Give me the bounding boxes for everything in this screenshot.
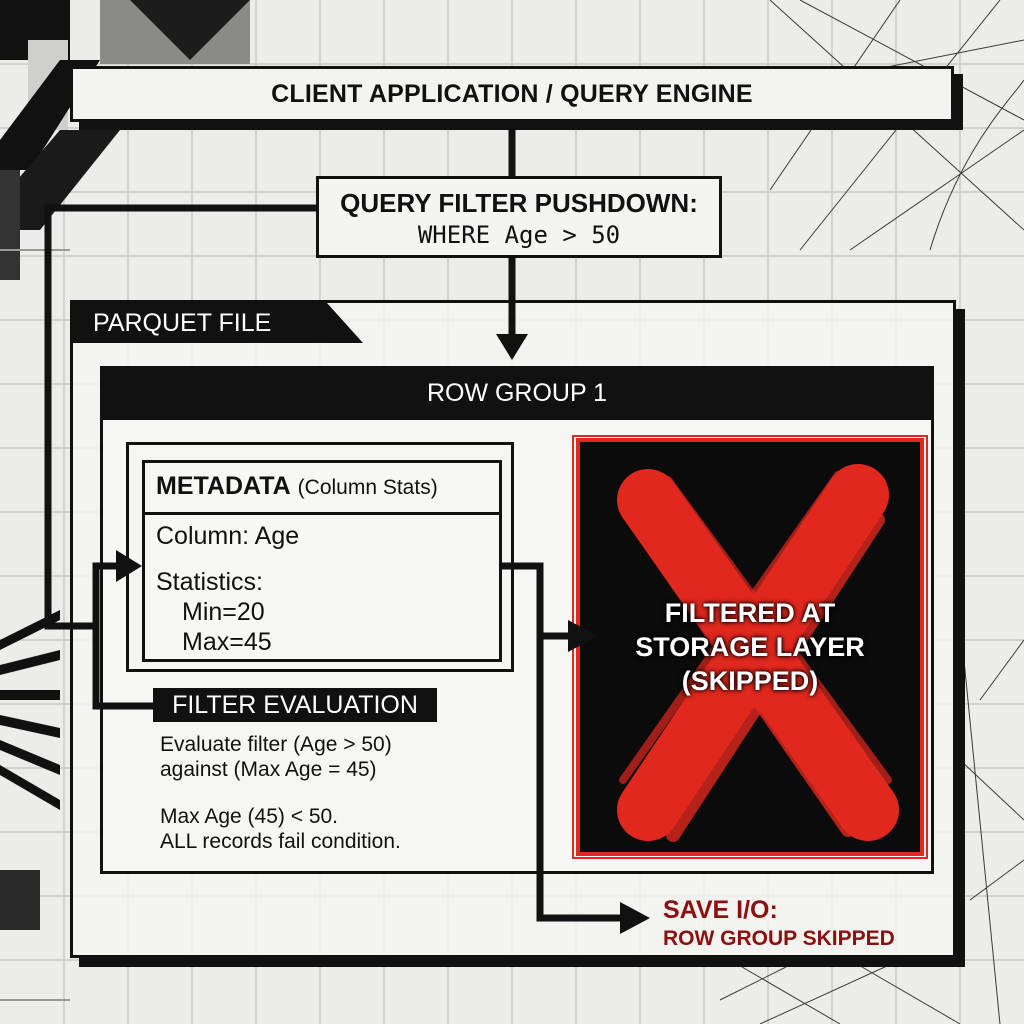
skipped-line-3: (SKIPPED) (681, 666, 819, 696)
metadata-min: Min=20 (182, 598, 265, 626)
save-io-callout: SAVE I/O: ROW GROUP SKIPPED (663, 896, 895, 951)
skipped-line-1: FILTERED AT (664, 598, 836, 628)
metadata-divider (142, 512, 502, 515)
skipped-line-2: STORAGE LAYER (635, 632, 865, 662)
query-filter-pushdown-box: QUERY FILTER PUSHDOWN: WHERE Age > 50 (316, 176, 722, 258)
row-group-header: ROW GROUP 1 (100, 366, 934, 420)
skipped-message: FILTERED AT STORAGE LAYER (SKIPPED) (578, 596, 922, 698)
filter-evaluation-line-4: ALL records fail condition. (160, 830, 401, 853)
pushdown-title: QUERY FILTER PUSHDOWN: (340, 188, 698, 218)
metadata-title: METADATA (Column Stats) (156, 472, 438, 501)
filter-evaluation-line-3: Max Age (45) < 50. (160, 805, 339, 828)
pushdown-condition: WHERE Age > 50 (417, 221, 621, 249)
filter-evaluation-label: FILTER EVALUATION (153, 688, 437, 722)
client-application-box: CLIENT APPLICATION / QUERY ENGINE (70, 66, 954, 122)
save-io-title: SAVE I/O: (663, 896, 778, 924)
filter-evaluation-line-1: Evaluate filter (Age > 50) (160, 733, 392, 756)
metadata-column: Column: Age (156, 522, 300, 550)
metadata-subtitle: (Column Stats) (297, 476, 438, 499)
client-label: CLIENT APPLICATION / QUERY ENGINE (271, 79, 753, 108)
save-io-subtitle: ROW GROUP SKIPPED (663, 927, 895, 950)
metadata-max: Max=45 (182, 628, 272, 656)
parquet-file-label: PARQUET FILE (73, 303, 363, 343)
metadata-title-text: METADATA (156, 472, 291, 500)
filter-evaluation-line-2: against (Max Age = 45) (160, 758, 377, 781)
red-x-icon (617, 464, 899, 842)
metadata-stats-label: Statistics: (156, 568, 263, 596)
row-group-label: ROW GROUP 1 (426, 378, 608, 407)
